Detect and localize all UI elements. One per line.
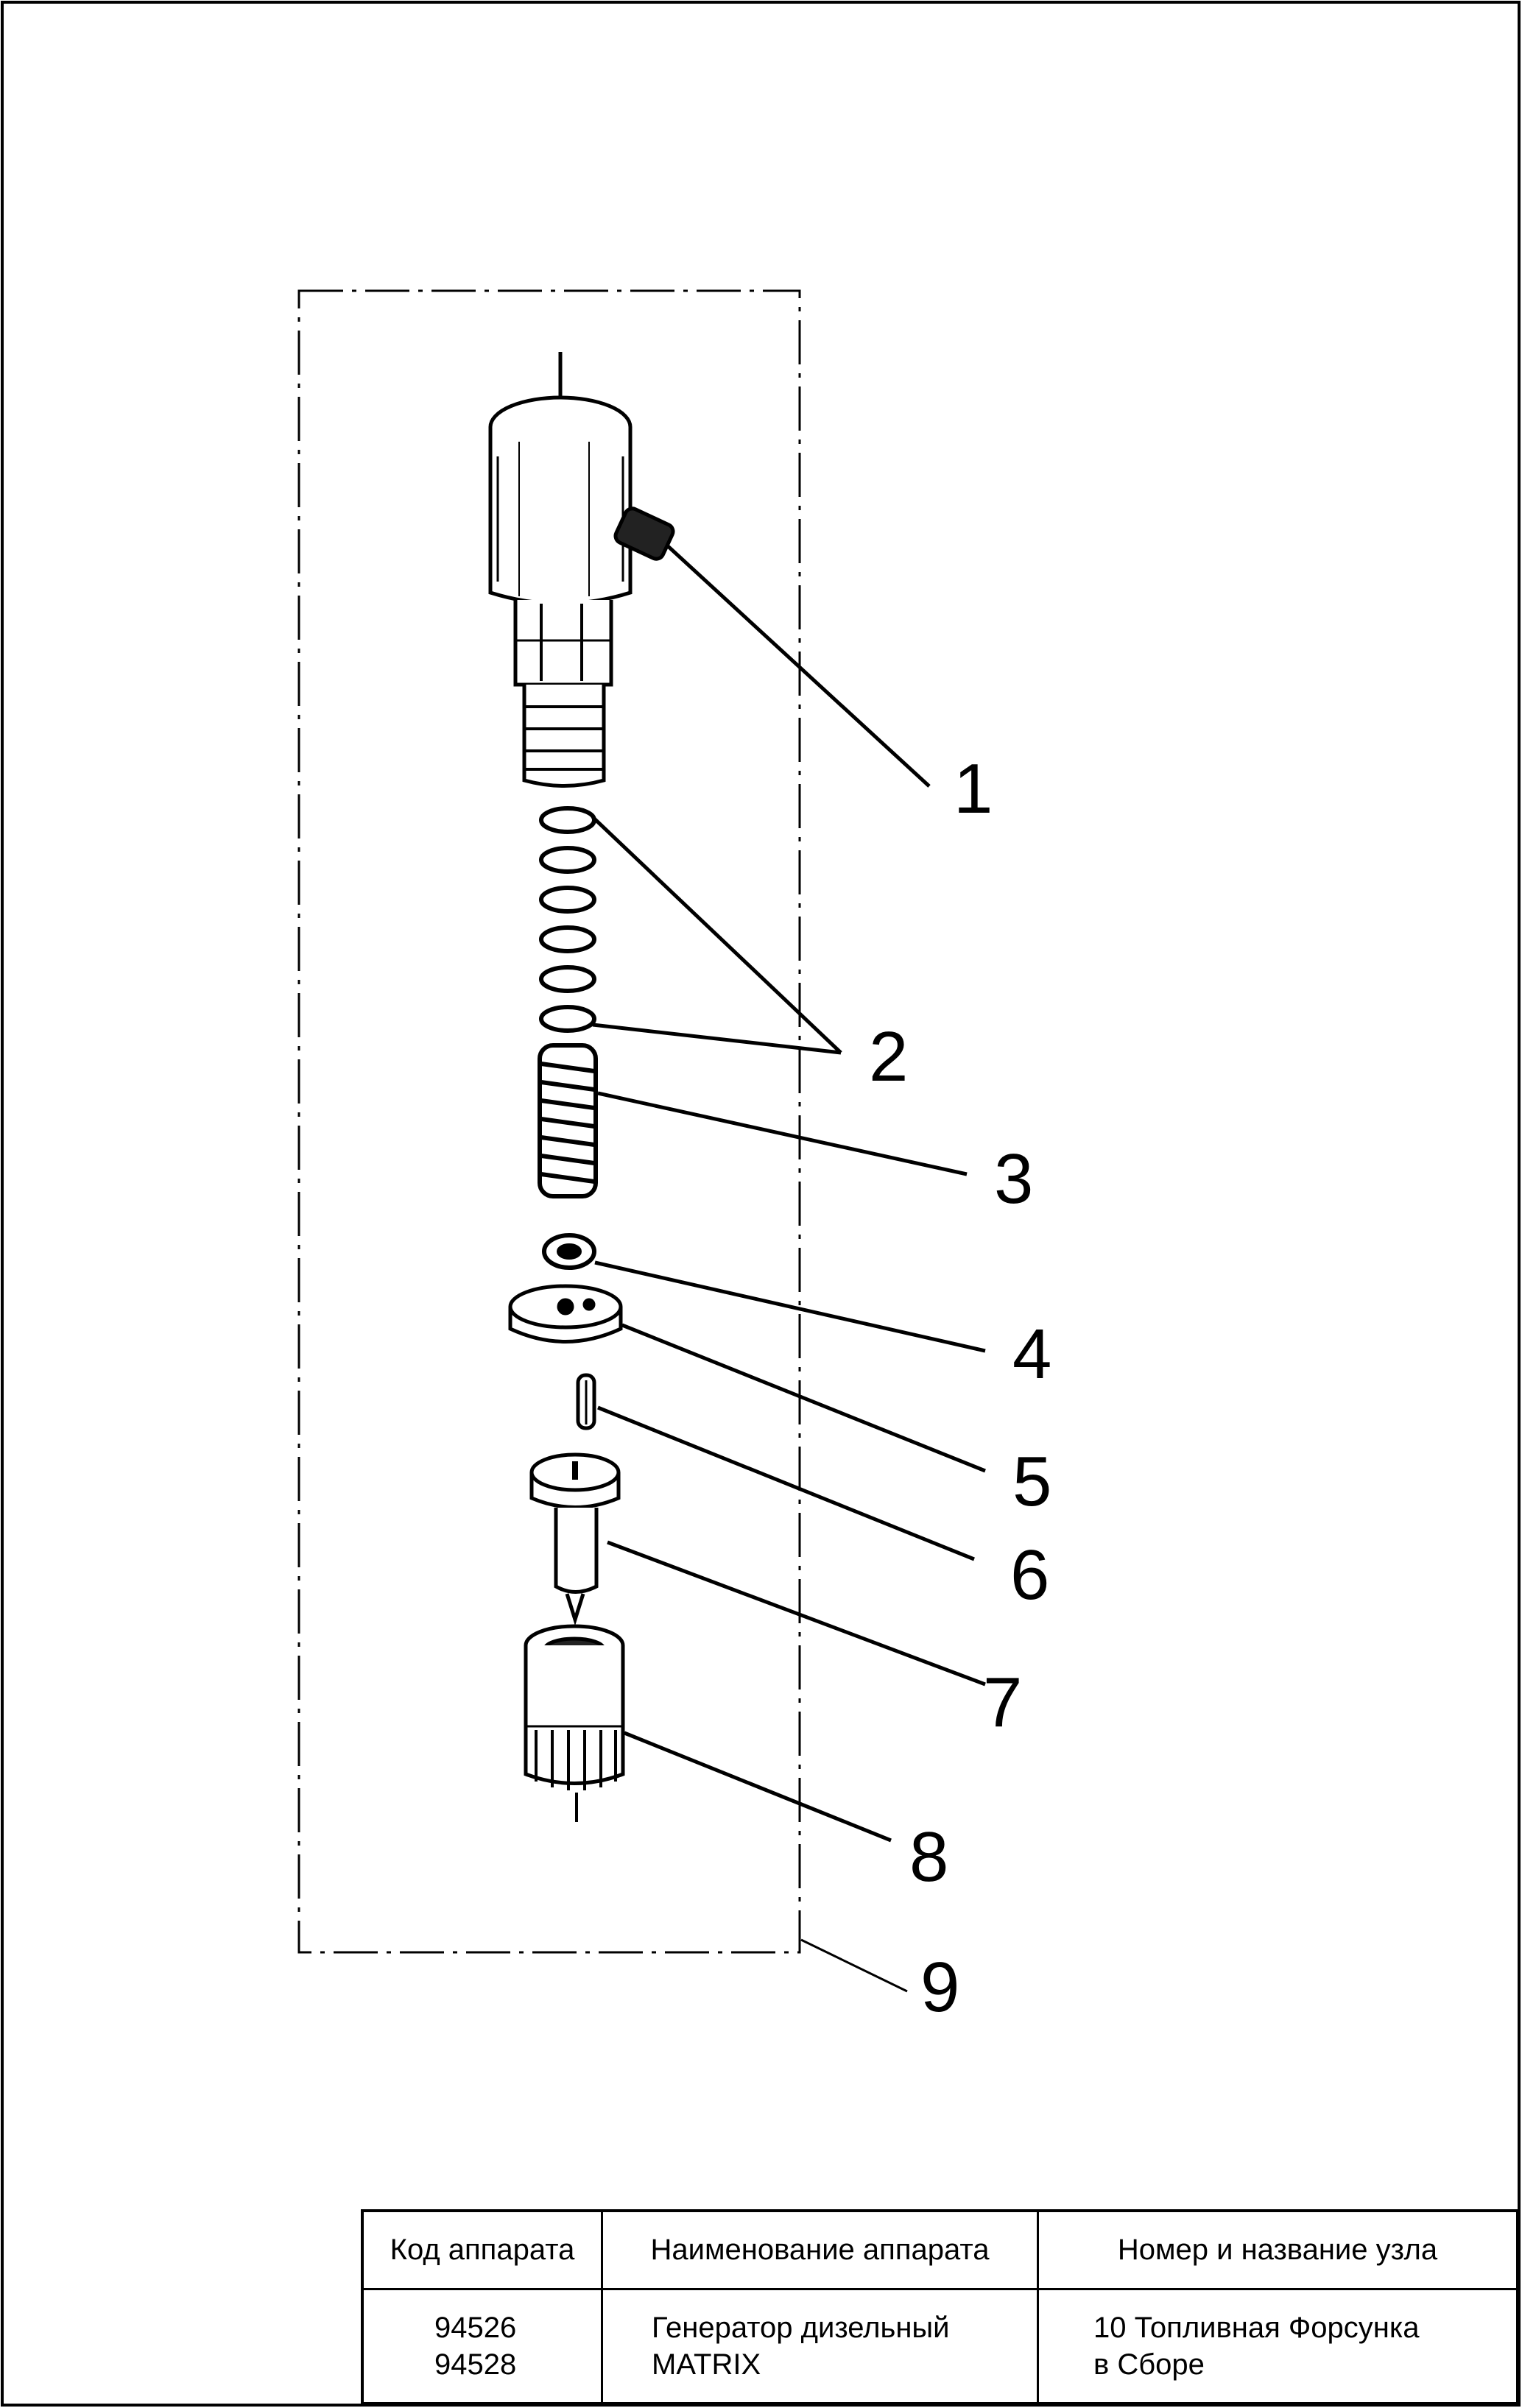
- callout-3: 3: [994, 1140, 1033, 1218]
- callout-8: 8: [909, 1818, 948, 1896]
- part-1-injector-body: [488, 352, 675, 788]
- part-3-spring: [538, 1043, 598, 1198]
- leader-line-1: [665, 543, 931, 788]
- leader-line-3: [597, 1091, 968, 1176]
- header-device-code: Код аппарата: [364, 2212, 603, 2290]
- leader-line-4: [594, 1260, 986, 1353]
- leader-line-9: [800, 1938, 908, 1993]
- part-4-spring-seat: [542, 1233, 596, 1270]
- title-block-table: Код аппарата Наименование аппарата Номер…: [361, 2209, 1519, 2405]
- callout-9: 9: [920, 1948, 959, 2027]
- leader-line-2b: [592, 1023, 842, 1055]
- callout-2: 2: [869, 1017, 908, 1096]
- callout-4: 4: [1012, 1315, 1051, 1394]
- part-5-intermediate-disc: [508, 1284, 623, 1344]
- leader-line-8: [624, 1731, 892, 1843]
- assembly-line-2: в Сборе: [1093, 2348, 1205, 2381]
- leader-line-5: [621, 1323, 986, 1473]
- leader-line-2a: [591, 816, 842, 1054]
- part-6-needle-valve: [576, 1373, 596, 1430]
- leader-line-7: [607, 1540, 986, 1687]
- part-2-shim-stack: [539, 806, 596, 1033]
- callout-1: 1: [954, 749, 993, 828]
- callout-6: 6: [1010, 1536, 1049, 1614]
- callout-7: 7: [983, 1663, 1022, 1742]
- device-code-1: 94526: [434, 2312, 517, 2344]
- part-8-nozzle-nut: [524, 1624, 625, 1822]
- assembly-line-1: 10 Топливная Форсунка: [1093, 2312, 1420, 2344]
- device-code-2: 94528: [434, 2348, 517, 2381]
- assembly-boundary-frame: [297, 289, 801, 1954]
- callout-5: 5: [1012, 1442, 1051, 1521]
- leader-lines: [591, 543, 986, 1993]
- header-assembly: Номер и название узла: [1039, 2212, 1516, 2290]
- assembly-cell: 10 Топливная Форсунка в Сборе: [1039, 2290, 1516, 2402]
- header-device-name: Наименование аппарата: [603, 2212, 1039, 2290]
- device-codes-cell: 94526 94528: [364, 2290, 603, 2402]
- leader-line-6: [597, 1405, 975, 1561]
- device-name-line-1: Генератор дизельный: [652, 2312, 950, 2344]
- device-name-cell: Генератор дизельный MATRIX: [603, 2290, 1039, 2402]
- part-7-nozzle-body: [529, 1452, 621, 1626]
- device-name-line-2: MATRIX: [652, 2348, 761, 2381]
